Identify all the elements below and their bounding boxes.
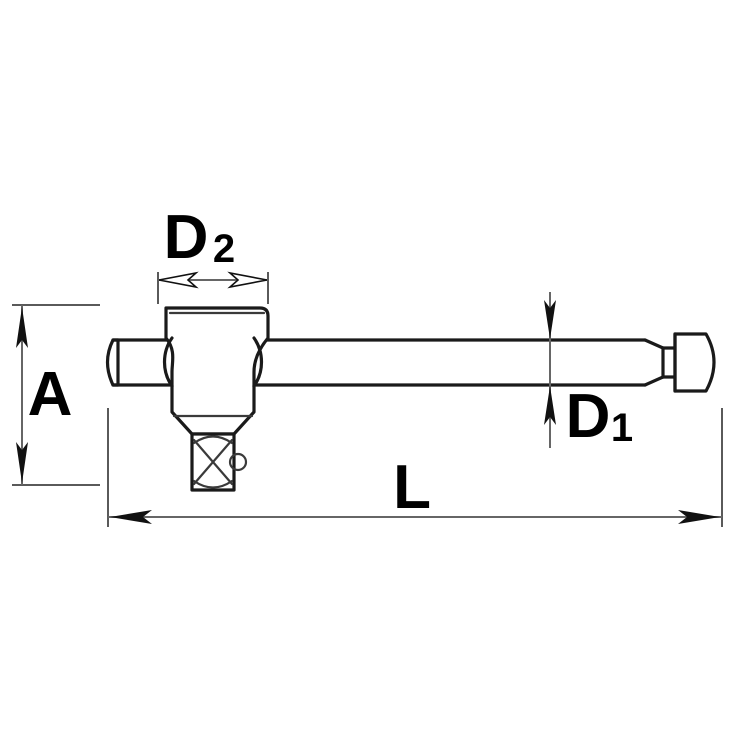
- dimension-D1-arrowhead-top: [544, 300, 556, 339]
- dimension-A: A: [12, 304, 100, 486]
- bar-right-end-knob: [673, 332, 716, 393]
- square-drive-top-arc: [192, 435, 234, 445]
- dimension-D1: D 1: [544, 292, 633, 451]
- dimension-A-arrowhead-bottom: [16, 442, 28, 483]
- part-geometry-group: [105, 306, 716, 492]
- dimension-D1-label: D: [566, 382, 611, 451]
- dimension-D2-arrowhead-right: [227, 271, 268, 289]
- bar-knob-taper-top: [643, 338, 665, 350]
- square-drive: [190, 432, 248, 492]
- bar-left-end-cap: [105, 338, 120, 387]
- t-body-left-waist: [162, 336, 174, 388]
- dimension-D2-subscript: 2: [213, 227, 235, 271]
- dimension-L: L: [107, 408, 723, 527]
- t-body-right-waist: [252, 336, 264, 388]
- dimension-L-arrowhead-right: [678, 510, 720, 524]
- dimension-D1-arrowhead-bottom: [544, 386, 556, 425]
- dimension-A-arrowhead-top: [16, 307, 28, 348]
- dimension-D2-label: D: [164, 203, 209, 272]
- dimension-L-label: L: [393, 453, 431, 522]
- dimension-D2-arrowhead-left: [158, 271, 199, 289]
- dimension-D1-subscript: 1: [611, 406, 633, 450]
- sliding-bar: [105, 332, 716, 393]
- dimension-L-arrowhead-left: [110, 510, 152, 524]
- dimension-D2: D 2: [157, 203, 269, 304]
- square-drive-bottom-arc: [192, 479, 234, 489]
- bar-knob-taper-bottom: [643, 375, 665, 387]
- square-drive-cross: [192, 438, 234, 486]
- dimension-A-label: A: [28, 360, 73, 429]
- ball-detent-icon: [228, 452, 248, 472]
- t-handle-body: [162, 306, 270, 436]
